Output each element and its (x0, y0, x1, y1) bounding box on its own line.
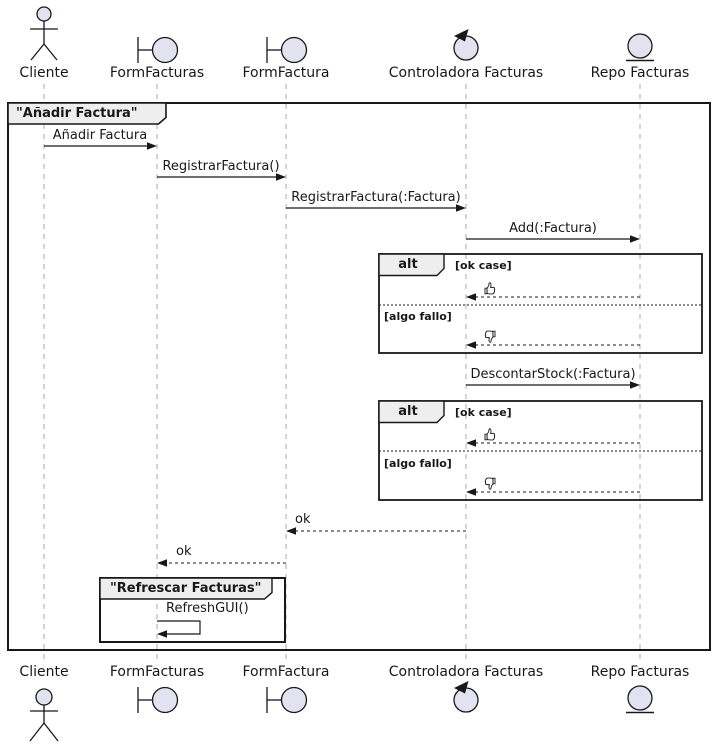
participant-label-formfactura: FormFactura (242, 664, 330, 680)
participant-label-formfactura: FormFactura (242, 65, 330, 81)
participant-label-cliente: Cliente (19, 664, 69, 680)
actor-icon (29, 688, 59, 742)
alt-frame-2 (378, 400, 703, 501)
alt-guard-fail: [algo fallo] (384, 457, 452, 470)
entity-icon (626, 685, 654, 714)
participant-label-repo: Repo Facturas (590, 65, 690, 81)
alt-operator: alt (398, 257, 418, 272)
return-label: ok (176, 544, 192, 559)
lifelines (43, 84, 641, 664)
alt-frame-1 (378, 253, 703, 354)
boundary-icon (137, 686, 179, 714)
self-message-label: RefreshGUI() (166, 601, 249, 616)
message-label: RegistrarFactura() (162, 159, 280, 174)
message-label: Add(:Factura) (509, 221, 597, 236)
return-arrows (157, 527, 466, 567)
entity-icon (626, 33, 654, 62)
participant-label-controladora: Controladora Facturas (388, 65, 544, 81)
participant-label-controladora: Controladora Facturas (388, 664, 544, 680)
boundary-icon (137, 36, 179, 64)
return-label: ok (295, 512, 311, 527)
thumbs-down-icon (484, 477, 496, 490)
participant-label-repo: Repo Facturas (590, 664, 690, 680)
boundary-icon (266, 686, 308, 714)
control-icon (453, 681, 479, 713)
alt-guard-ok: [ok case] (455, 406, 512, 419)
message-arrows (44, 142, 640, 389)
control-icon (453, 29, 479, 61)
actor-icon (30, 6, 58, 61)
main-frame (7, 102, 711, 651)
alt-guard-fail: [algo fallo] (384, 310, 452, 323)
participant-label-cliente: Cliente (19, 65, 69, 81)
boundary-icon (266, 36, 308, 64)
participant-label-formfacturas: FormFacturas (109, 65, 205, 81)
refresh-frame-title: "Refrescar Facturas" (110, 581, 262, 596)
thumbs-up-icon (484, 428, 496, 441)
participant-label-formfacturas: FormFacturas (109, 664, 205, 680)
alt-operator: alt (398, 404, 418, 419)
thumbs-down-icon (484, 330, 496, 343)
message-label: Añadir Factura (52, 128, 148, 143)
refresh-frame (99, 577, 286, 643)
alt-guard-ok: [ok case] (455, 259, 512, 272)
message-label: DescontarStock(:Factura) (470, 367, 636, 382)
thumbs-up-icon (484, 282, 496, 295)
main-frame-title: "Añadir Factura" (16, 106, 138, 121)
message-label: RegistrarFactura(:Factura) (291, 190, 461, 205)
